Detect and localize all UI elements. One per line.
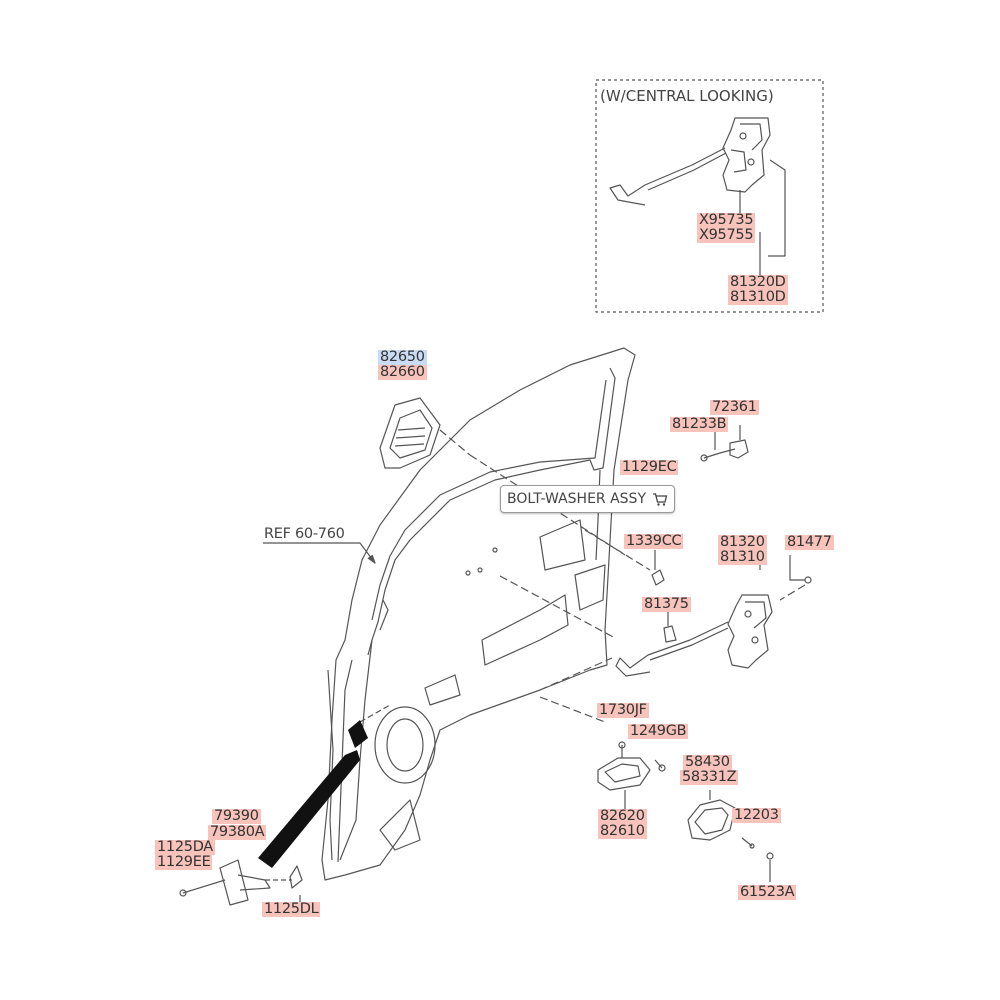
inset-title: (W/CENTRAL LOOKING) xyxy=(600,87,774,105)
part-82620[interactable]: 82620 xyxy=(598,808,647,824)
part-58430[interactable]: 58430 xyxy=(683,754,732,770)
part-X95735[interactable]: X95735 xyxy=(697,212,756,228)
part-58331Z[interactable]: 58331Z xyxy=(680,769,739,785)
part-81320[interactable]: 81320 xyxy=(718,534,767,550)
part-81310[interactable]: 81310 xyxy=(718,549,767,565)
part-1125DL[interactable]: 1125DL xyxy=(262,901,321,917)
part-12203[interactable]: 12203 xyxy=(732,807,781,823)
part-1129EE[interactable]: 1129EE xyxy=(155,854,213,870)
part-72361[interactable]: 72361 xyxy=(710,399,759,415)
outside-handle-drawing xyxy=(379,397,471,469)
part-82610[interactable]: 82610 xyxy=(598,823,647,839)
part-1125DA[interactable]: 1125DA xyxy=(155,839,215,855)
popup-label: BOLT-WASHER ASSY xyxy=(507,491,646,507)
door-latch-drawing xyxy=(615,555,812,677)
part-82650[interactable]: 82650 xyxy=(378,349,427,365)
cart-icon[interactable] xyxy=(652,491,668,507)
clip-drawing xyxy=(663,625,677,643)
inside-handle-drawing xyxy=(597,741,666,810)
part-82660[interactable]: 82660 xyxy=(378,364,427,380)
handle-bezel-drawing xyxy=(687,790,774,882)
inset-latch-drawing xyxy=(609,117,786,275)
striker-drawing xyxy=(700,425,749,462)
part-61523A[interactable]: 61523A xyxy=(738,884,797,900)
part-1129EC[interactable]: 1129EC xyxy=(620,459,679,475)
door-panel-drawing xyxy=(321,347,636,881)
part-79380A[interactable]: 79380A xyxy=(208,824,267,840)
part-81233B[interactable]: 81233B xyxy=(670,416,729,432)
ref-leader xyxy=(263,542,376,564)
part-1249GB[interactable]: 1249GB xyxy=(628,723,689,739)
part-1730JF[interactable]: 1730JF xyxy=(597,702,649,718)
part-81320D[interactable]: 81320D xyxy=(728,274,788,290)
part-81477[interactable]: 81477 xyxy=(785,534,834,550)
part-81375[interactable]: 81375 xyxy=(642,596,691,612)
part-1339CC[interactable]: 1339CC xyxy=(624,533,684,549)
part-X95755[interactable]: X95755 xyxy=(697,227,756,243)
ref-label: REF 60-760 xyxy=(264,526,345,542)
inset-box xyxy=(595,79,824,313)
part-81310D[interactable]: 81310D xyxy=(728,289,788,305)
door-checker-drawing xyxy=(179,859,303,906)
checker-bracket xyxy=(348,720,368,748)
bolt-washer-popup[interactable]: BOLT-WASHER ASSY xyxy=(500,485,675,513)
part-79390[interactable]: 79390 xyxy=(212,808,261,824)
checker-arm xyxy=(258,750,360,868)
grommet-drawing xyxy=(651,569,665,586)
